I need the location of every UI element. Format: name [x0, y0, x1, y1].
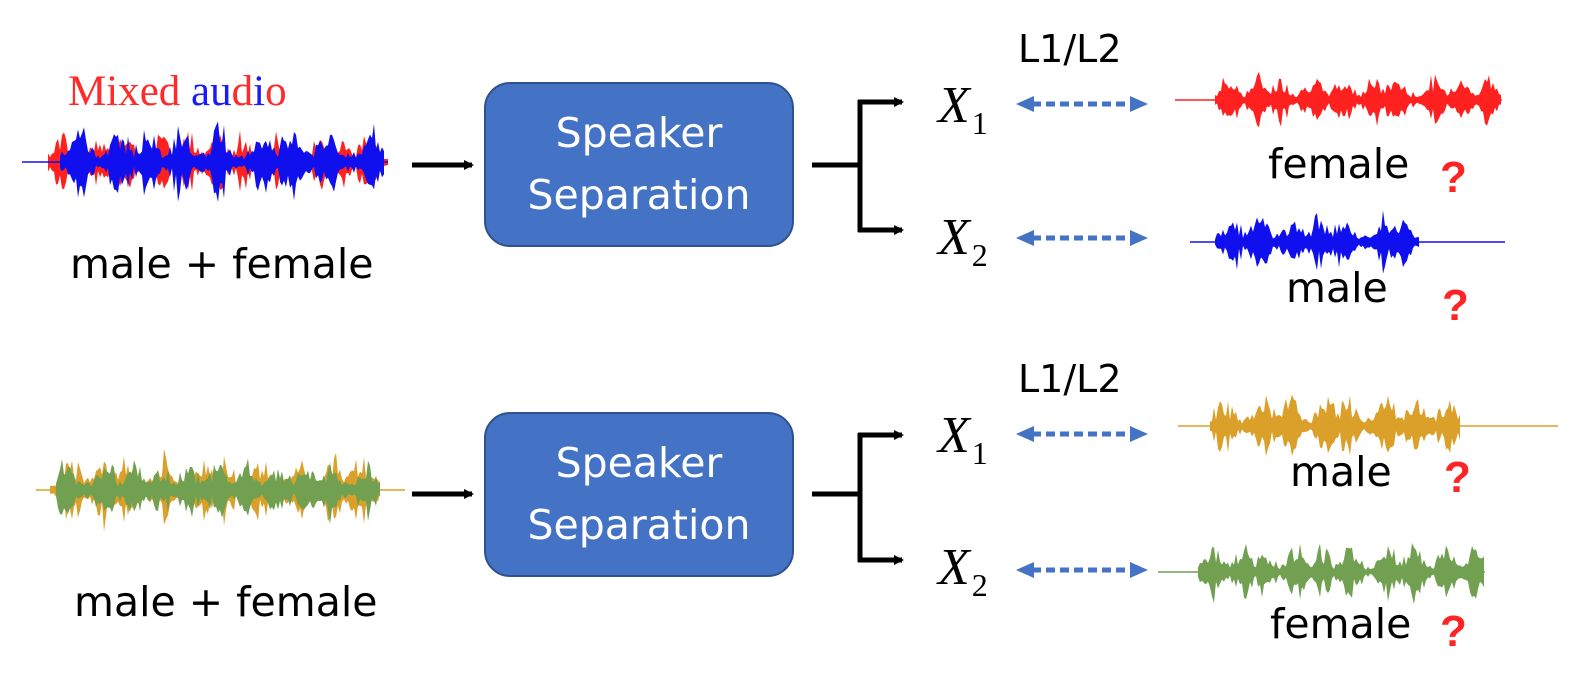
output-label-2-2: female [1270, 600, 1412, 648]
title-segment: ed [139, 68, 181, 115]
waveform-shape [1210, 394, 1460, 457]
output-var-2-1: X1 [938, 407, 988, 471]
title-segment: au [191, 68, 232, 115]
waveform-shape [1198, 542, 1484, 605]
loss-arrow-2-1 [1016, 426, 1148, 442]
box-line1: Speaker [555, 439, 723, 487]
speaker-separation-box-1: Speaker Separation [484, 82, 794, 247]
split-arrow-1 [812, 97, 904, 235]
output-waveform-male [1190, 210, 1505, 274]
output-var-1-2: X2 [938, 209, 988, 273]
box-line2: Separation [527, 500, 751, 549]
input-label-2: male + female [74, 578, 378, 626]
loss-arrow-1-2 [1016, 230, 1148, 246]
split-arrow-2 [812, 430, 904, 565]
title-segment: M [68, 68, 107, 115]
question-mark-1-1: ? [1440, 153, 1467, 202]
output-waveform-male-2 [1178, 394, 1558, 457]
question-mark-1-2: ? [1442, 281, 1469, 330]
mixed-audio-title: Mixed audio [68, 70, 287, 113]
title-segment: o [265, 68, 287, 115]
output-var-2-2: X2 [938, 539, 988, 603]
box-line1: Speaker [555, 109, 723, 157]
output-label-1-2: male [1286, 264, 1388, 312]
loss-arrow-1-1 [1016, 96, 1148, 112]
question-mark-2-1: ? [1444, 453, 1471, 502]
loss-arrow-2-2 [1016, 562, 1148, 578]
input-label-1: male + female [70, 240, 374, 288]
waveform-shape [56, 458, 380, 525]
output-waveform-female-2 [1158, 542, 1485, 605]
title-segment: i [253, 68, 266, 115]
loss-label-1: L1/L2 [1018, 27, 1122, 71]
input-waveform-female-2 [56, 458, 380, 525]
waveform-shape [1215, 210, 1419, 274]
output-label-2-1: male [1290, 448, 1392, 496]
loss-label-2: L1/L2 [1018, 357, 1122, 401]
title-segment [180, 68, 191, 115]
question-mark-2-2: ? [1440, 607, 1467, 656]
waveform-shape [1215, 71, 1501, 128]
output-waveform-female [1175, 71, 1502, 128]
speaker-separation-box-2: Speaker Separation [484, 412, 794, 577]
input-waveform-male [22, 121, 388, 203]
output-label-1-1: female [1268, 140, 1410, 188]
output-var-1-1: X1 [938, 77, 988, 141]
box-line2: Separation [527, 170, 751, 219]
title-segment: d [231, 68, 254, 115]
waveform-shape [60, 121, 384, 203]
title-segment: ix [106, 68, 140, 115]
